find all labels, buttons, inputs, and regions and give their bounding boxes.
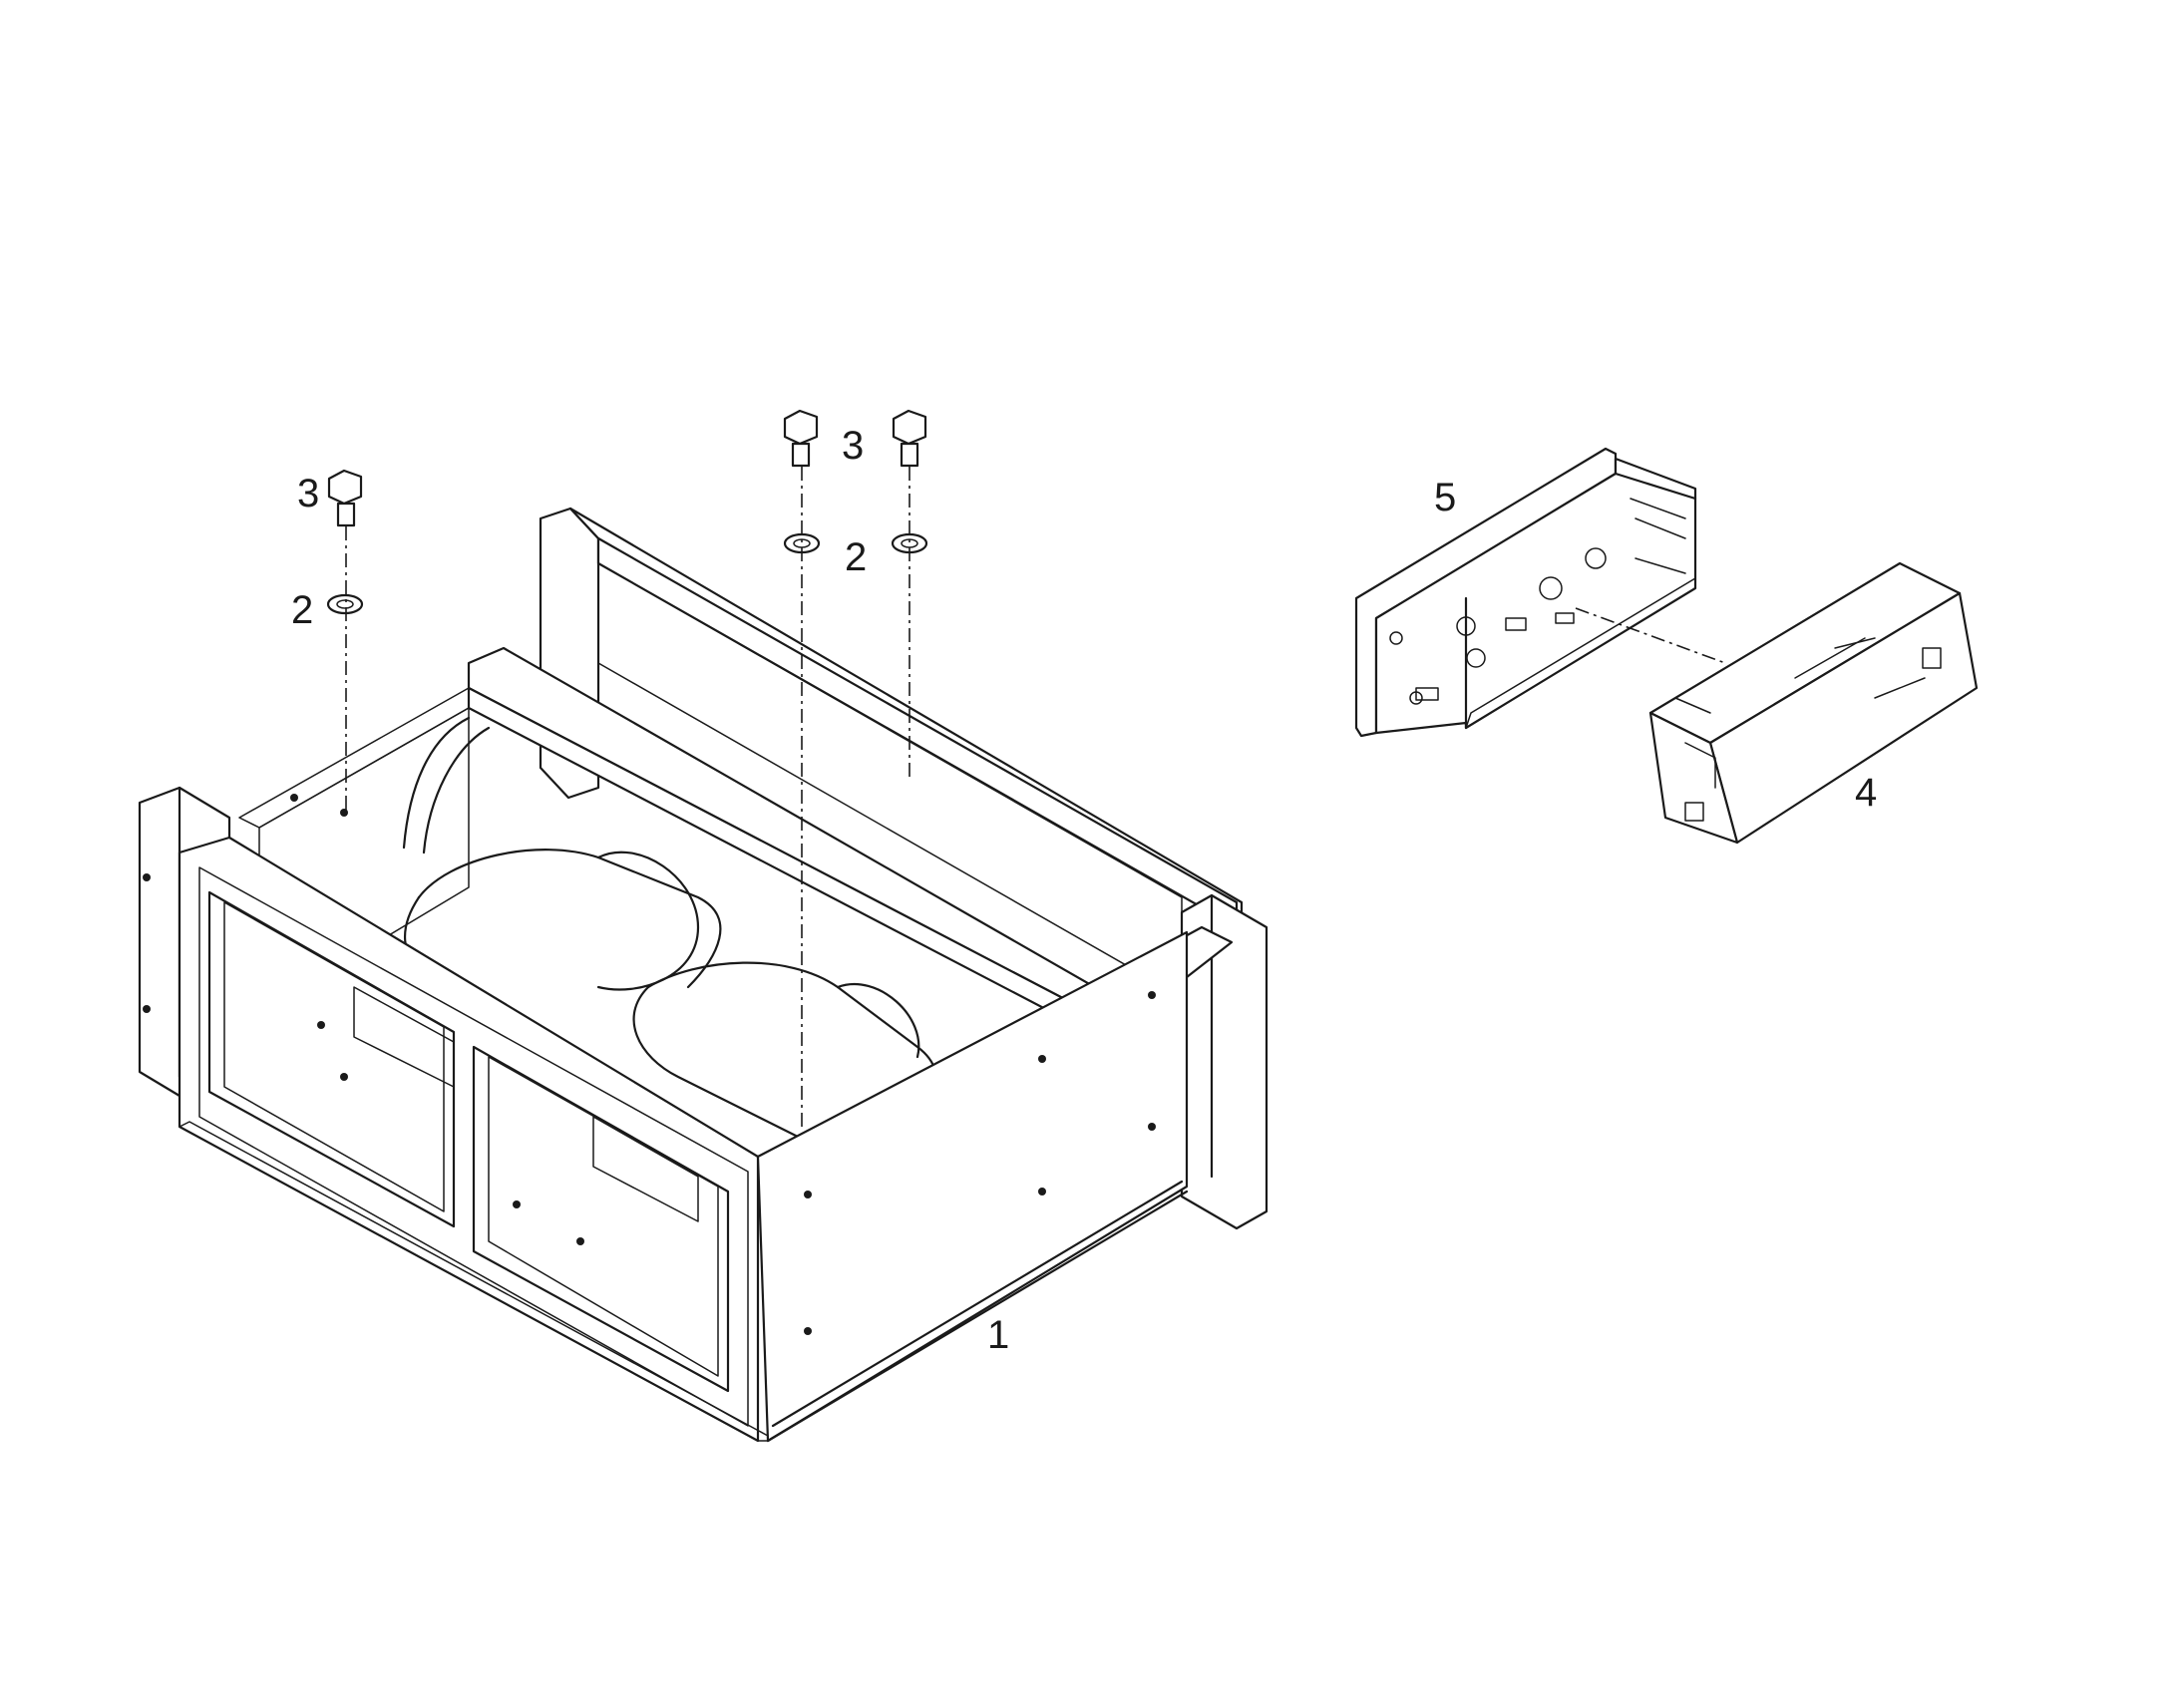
callout-control-board: 5 bbox=[1434, 476, 1456, 519]
cover-part-4 bbox=[1648, 561, 1979, 845]
callout-bolt-mid: 3 bbox=[842, 424, 864, 468]
bolt-right-part-3 bbox=[892, 409, 927, 468]
callout-washer-mid: 2 bbox=[845, 535, 867, 579]
callout-housing: 1 bbox=[987, 1313, 1009, 1357]
bolt-mid-part-3 bbox=[783, 409, 819, 468]
callout-washer-left: 2 bbox=[291, 588, 313, 632]
washer-left-part-2 bbox=[326, 593, 364, 615]
callout-bolt-left: 3 bbox=[297, 472, 319, 515]
housing-part-1 bbox=[138, 507, 1269, 1443]
bolt-left-part-3 bbox=[327, 469, 363, 527]
callout-cover: 4 bbox=[1855, 771, 1877, 815]
control-board-part-5 bbox=[1354, 447, 1697, 738]
